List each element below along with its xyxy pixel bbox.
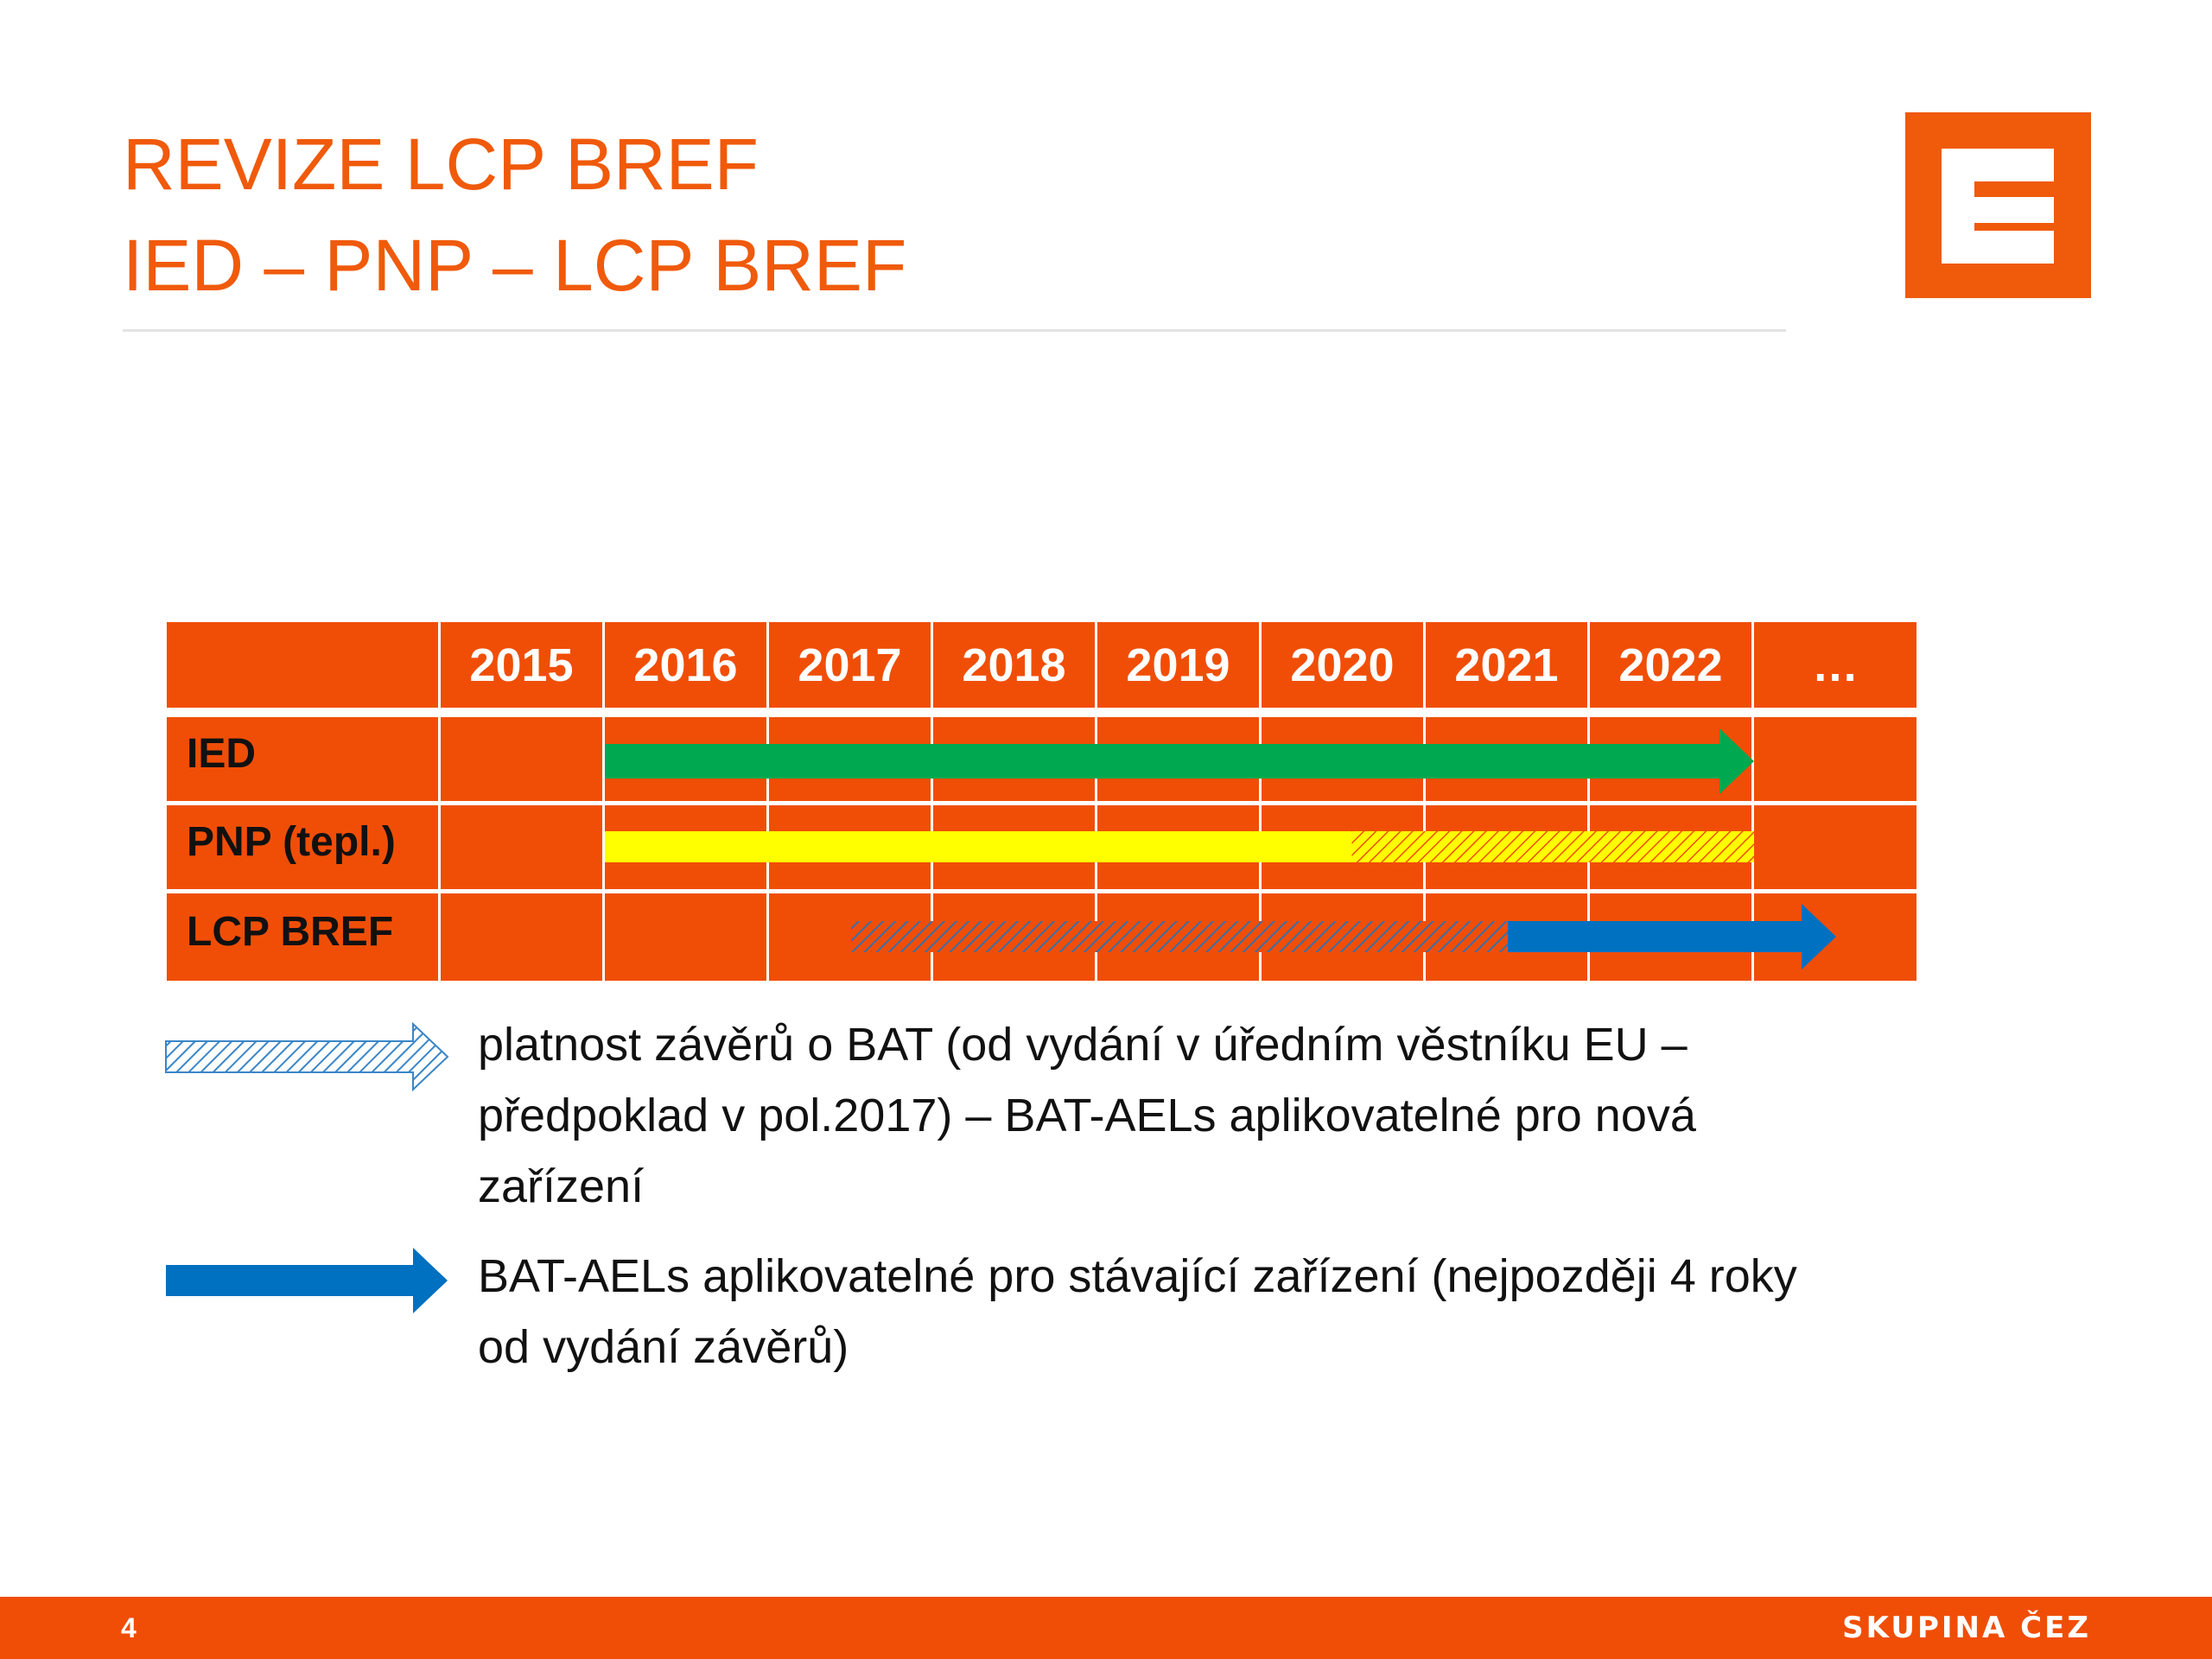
legend-1-line-3: zařízení: [478, 1160, 645, 1212]
year-label: 2019: [1126, 639, 1230, 691]
timeline-cell: [605, 893, 766, 981]
legend-2-line-1: BAT-AELs aplikovatelné pro stávající zař…: [478, 1250, 1797, 1302]
brand-name: SKUPINA ČEZ: [1842, 1611, 2091, 1645]
header-year-cell: [1754, 622, 1916, 708]
legend-2-line-2: od vydání závěrů): [478, 1321, 849, 1373]
header-year-cell: [769, 622, 931, 708]
timeline-cell: [441, 893, 602, 981]
footer-bar: 4 SKUPINA ČEZ: [0, 1597, 2212, 1659]
header-year-cell: [933, 622, 1095, 708]
header-year-cell: [605, 622, 766, 708]
header-year-cell: [1426, 622, 1587, 708]
bar-pnp-tepl-solid: [605, 831, 1352, 862]
timeline-cell: [1754, 717, 1916, 801]
legend-text-bat-conclusions: platnost závěrů o BAT (od vydání v úředn…: [478, 1009, 1947, 1222]
year-label: 2022: [1618, 639, 1723, 691]
hatched-blue-arrow-icon: [165, 1022, 449, 1091]
row-label: LCP BREF: [187, 909, 394, 955]
timeline-cell: [441, 717, 602, 801]
header-year-cell: [1262, 622, 1423, 708]
header-year-cell: [1097, 622, 1259, 708]
header-year-cell: [1590, 622, 1751, 708]
row-label-cell: [167, 717, 438, 801]
bar-lcp-bref-solid: [1508, 904, 1836, 969]
year-label: 2021: [1454, 639, 1559, 691]
row-label-cell: [167, 893, 438, 981]
solid-blue-arrow-icon: [166, 1248, 448, 1313]
year-label: 2015: [469, 639, 574, 691]
header-corner-cell: [167, 622, 438, 708]
bar-pnp-tepl-hatched: [1351, 831, 1754, 862]
timeline-cell: [1754, 805, 1916, 889]
bar-ied-solid: [605, 728, 1754, 794]
legend-1-line-1: platnost závěrů o BAT (od vydání v úředn…: [478, 1019, 1688, 1071]
row-label: PNP (tepl.): [187, 819, 396, 865]
page-number: 4: [121, 1612, 137, 1643]
year-label: 2020: [1290, 639, 1395, 691]
slide-title-line-2: IED – PNP – LCP BREF: [123, 225, 907, 306]
year-label: 2017: [798, 639, 902, 691]
row-label-cell: [167, 805, 438, 889]
year-label: 2016: [633, 639, 738, 691]
timeline-table: 2015 2016 2017 2018 2019 2020 2021 2022 … IED PNP …: [167, 622, 1916, 981]
year-label: …: [1812, 639, 1859, 691]
bar-lcp-bref-hatched: [851, 921, 1508, 952]
header-year-cell: [441, 622, 602, 708]
cez-logo-icon: [1905, 112, 2091, 298]
legend-text-bat-aels-existing: BAT-AELs aplikovatelné pro stávající zař…: [478, 1241, 1947, 1382]
year-label: 2018: [962, 639, 1066, 691]
timeline-bars: [605, 728, 1836, 969]
timeline-cell: [441, 805, 602, 889]
slide-title-line-1: REVIZE LCP BREF: [123, 124, 759, 205]
title-divider: [123, 329, 1786, 332]
row-label: IED: [187, 731, 257, 777]
legend-1-line-2: předpoklad v pol.2017) – BAT-AELs apliko…: [478, 1090, 1696, 1141]
